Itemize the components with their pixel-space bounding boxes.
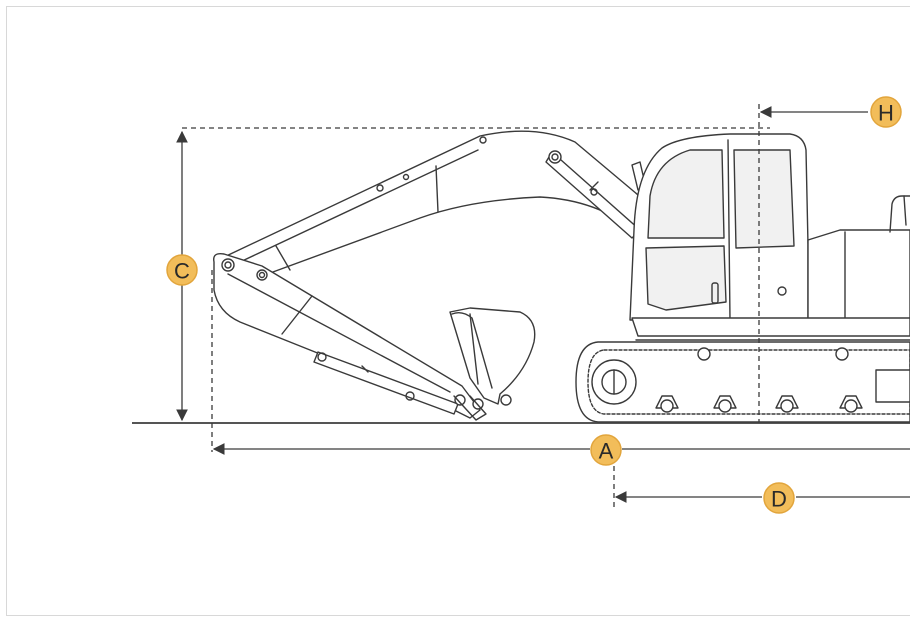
dimension-label-h: H <box>878 101 894 126</box>
carrier-roller-1 <box>697 347 711 361</box>
boom-cylinder <box>545 150 641 239</box>
dimension-badge-d: D <box>763 482 795 514</box>
dimension-label-d: D <box>771 487 787 512</box>
carrier-roller-2 <box>835 347 849 361</box>
dimension-label-c: C <box>174 259 190 284</box>
dimension-badge-c: C <box>166 254 198 286</box>
excavator-illustration <box>213 130 910 423</box>
dimension-lines <box>176 104 910 510</box>
track-assembly <box>575 341 910 423</box>
track-rollers <box>655 395 863 413</box>
excavator-cab <box>629 133 809 321</box>
engine-housing <box>807 195 910 326</box>
excavator-stick <box>213 252 481 419</box>
excavator-boom <box>221 130 651 277</box>
dimension-badge-h: H <box>870 96 902 128</box>
dimension-badge-a: A <box>590 434 622 466</box>
upper-deck <box>631 317 910 337</box>
stick-cylinder <box>313 351 459 415</box>
dimension-label-a: A <box>599 439 614 464</box>
excavator-bucket <box>449 307 536 421</box>
diagram-frame <box>6 6 910 616</box>
